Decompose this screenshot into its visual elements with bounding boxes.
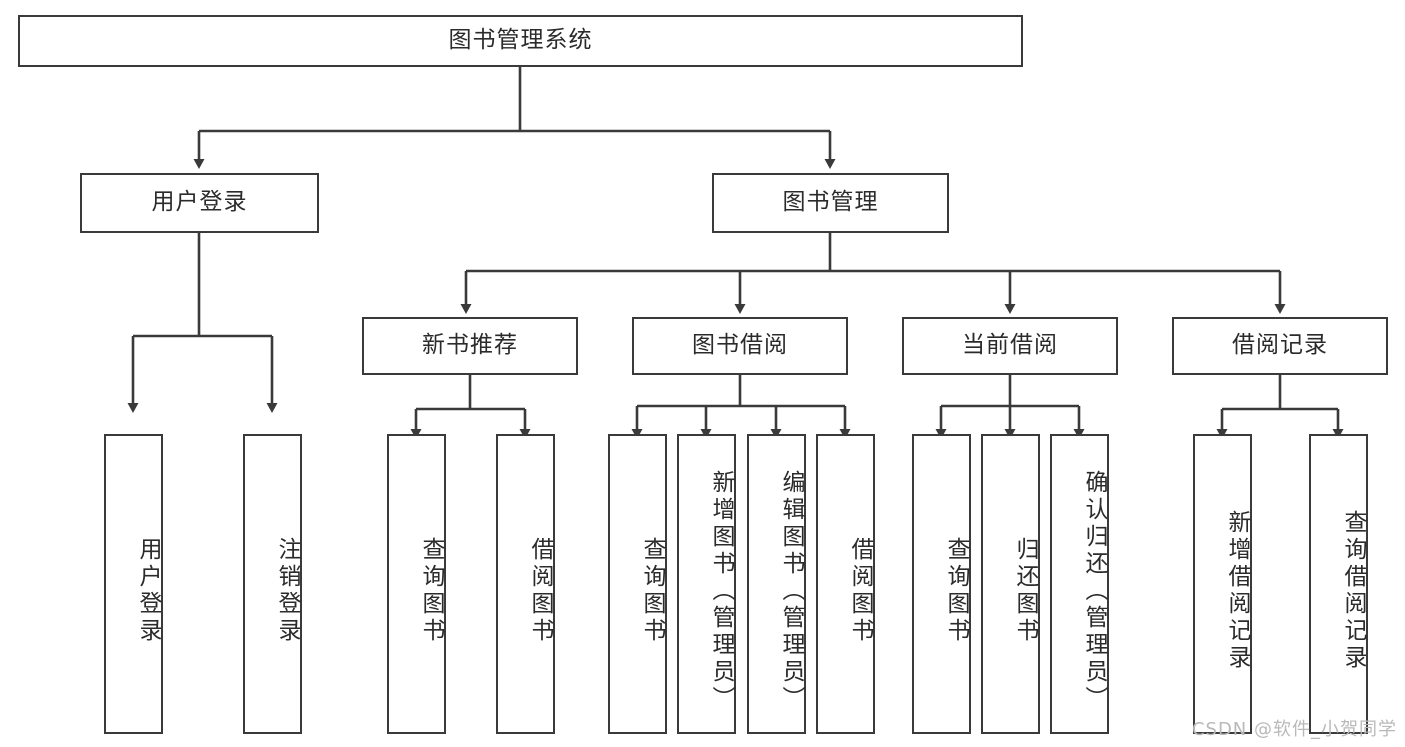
leaf-current-borrow-confirm-return[interactable]: 确认归还（管理员） — [1050, 434, 1109, 734]
node-label: 新书推荐 — [422, 332, 518, 359]
leaf-book-borrow-borrow[interactable]: 借阅图书 — [816, 434, 875, 734]
node-label: 注销登录 — [274, 537, 300, 645]
leaf-book-borrow-edit[interactable]: 编辑图书（管理员） — [747, 434, 806, 734]
node-label: 新增借阅记录 — [1224, 510, 1250, 672]
node-label: 归还图书 — [1012, 537, 1038, 645]
node-borrow-records[interactable]: 借阅记录 — [1172, 317, 1388, 375]
node-label: 图书管理 — [782, 189, 879, 216]
watermark-text: CSDN @软件_小贺同学 — [1191, 719, 1397, 740]
node-label: 用户登录 — [151, 189, 248, 216]
node-book-management[interactable]: 图书管理 — [712, 173, 949, 233]
node-label: 图书借阅 — [692, 332, 788, 359]
leaf-user-login-login[interactable]: 用户登录 — [104, 434, 163, 734]
node-label: 借阅记录 — [1232, 332, 1328, 359]
node-label: 借阅图书 — [847, 537, 873, 645]
leaf-user-login-logout[interactable]: 注销登录 — [243, 434, 302, 734]
node-current-borrow[interactable]: 当前借阅 — [902, 317, 1118, 375]
leaf-book-borrow-add[interactable]: 新增图书（管理员） — [677, 434, 736, 734]
node-user-login[interactable]: 用户登录 — [80, 173, 319, 233]
leaf-current-borrow-return[interactable]: 归还图书 — [981, 434, 1040, 734]
leaf-new-book-borrow[interactable]: 借阅图书 — [496, 434, 555, 734]
node-label: 查询图书 — [639, 537, 665, 645]
node-book-borrow[interactable]: 图书借阅 — [632, 317, 848, 375]
node-label: 编辑图书（管理员） — [778, 469, 804, 713]
leaf-new-book-query[interactable]: 查询图书 — [387, 434, 446, 734]
leaf-book-borrow-query[interactable]: 查询图书 — [608, 434, 667, 734]
node-label: 图书管理系统 — [448, 27, 593, 54]
leaf-current-borrow-query[interactable]: 查询图书 — [912, 434, 971, 734]
node-root-system[interactable]: 图书管理系统 — [18, 15, 1023, 67]
node-label: 查询借阅记录 — [1340, 510, 1366, 672]
leaf-borrow-records-query[interactable]: 查询借阅记录 — [1309, 434, 1368, 734]
node-label: 查询图书 — [418, 537, 444, 645]
node-label: 确认归还（管理员） — [1081, 469, 1107, 713]
node-new-book-recommend[interactable]: 新书推荐 — [362, 317, 578, 375]
node-label: 当前借阅 — [962, 332, 1058, 359]
node-label: 查询图书 — [943, 537, 969, 645]
node-label: 借阅图书 — [527, 537, 553, 645]
node-label: 新增图书（管理员） — [708, 469, 734, 713]
node-label: 用户登录 — [135, 537, 161, 645]
leaf-borrow-records-add[interactable]: 新增借阅记录 — [1193, 434, 1252, 734]
